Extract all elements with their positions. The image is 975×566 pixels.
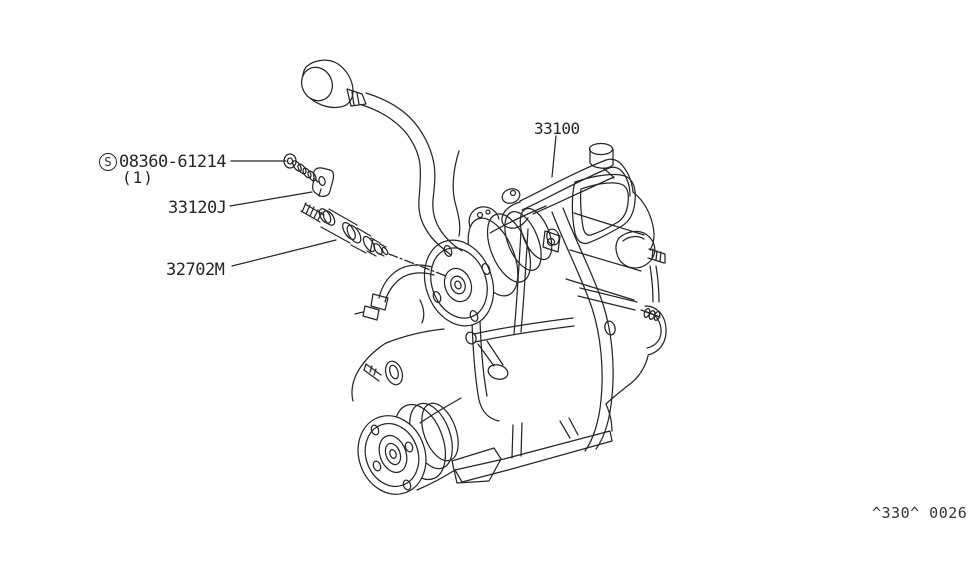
part-code: 32702M	[166, 260, 225, 280]
drawing-number: ^330^ 0026	[872, 504, 968, 522]
shift-knob-and-cable-drawing	[300, 59, 463, 256]
bracket-drawing	[312, 167, 335, 197]
standard-part-symbol: S	[99, 153, 117, 171]
callout-33120J[interactable]: 33120J	[168, 198, 227, 218]
part-code: 08360-61214	[119, 152, 227, 172]
part-code: 33120J	[168, 198, 227, 218]
part-32702M-drawing	[300, 202, 447, 277]
callout-08360-61214-quantity: (1)	[122, 168, 154, 187]
callout-08360-61214[interactable]: S 08360-61214	[99, 152, 227, 172]
callout-33100[interactable]: 33100	[534, 119, 580, 138]
leader-lines	[229, 135, 557, 267]
part-code: 33100	[534, 119, 580, 138]
transfer-case-drawing	[351, 142, 667, 495]
screw-drawing	[283, 153, 319, 183]
callout-32702M[interactable]: 32702M	[166, 260, 225, 280]
